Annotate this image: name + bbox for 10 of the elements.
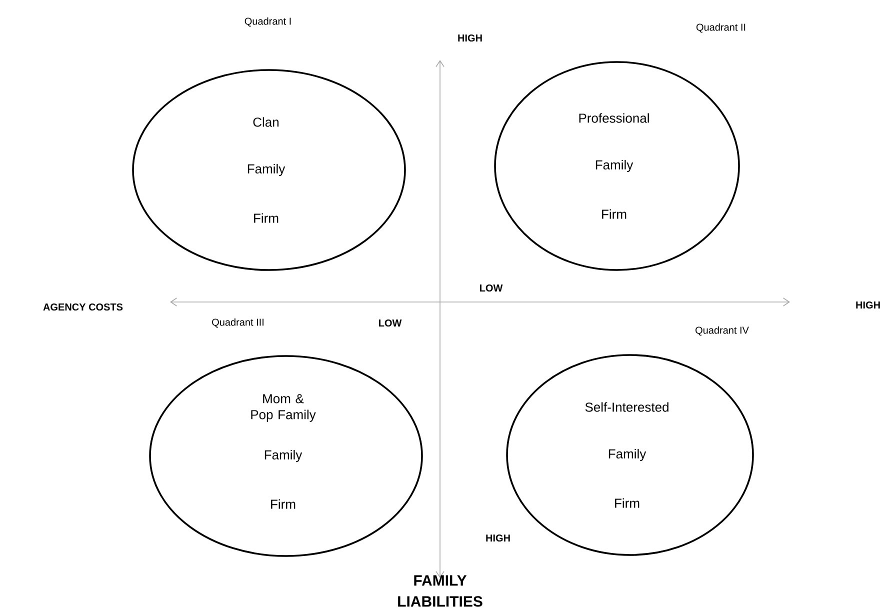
quadrant-label: Quadrant III	[212, 318, 264, 328]
axis-label: LOW	[480, 284, 503, 292]
axis-title: AGENCY COSTS	[43, 303, 123, 311]
axis-label: HIGH	[458, 34, 482, 42]
axis-title: FAMILY LIABILITIES	[398, 575, 482, 607]
quadrant-label: Quadrant II	[696, 23, 746, 33]
axis-label: LOW	[379, 319, 402, 327]
quadrant-label: Quadrant I	[244, 17, 291, 27]
quadrant-label: Quadrant IV	[696, 326, 749, 336]
axis-label: HIGH	[856, 301, 880, 309]
